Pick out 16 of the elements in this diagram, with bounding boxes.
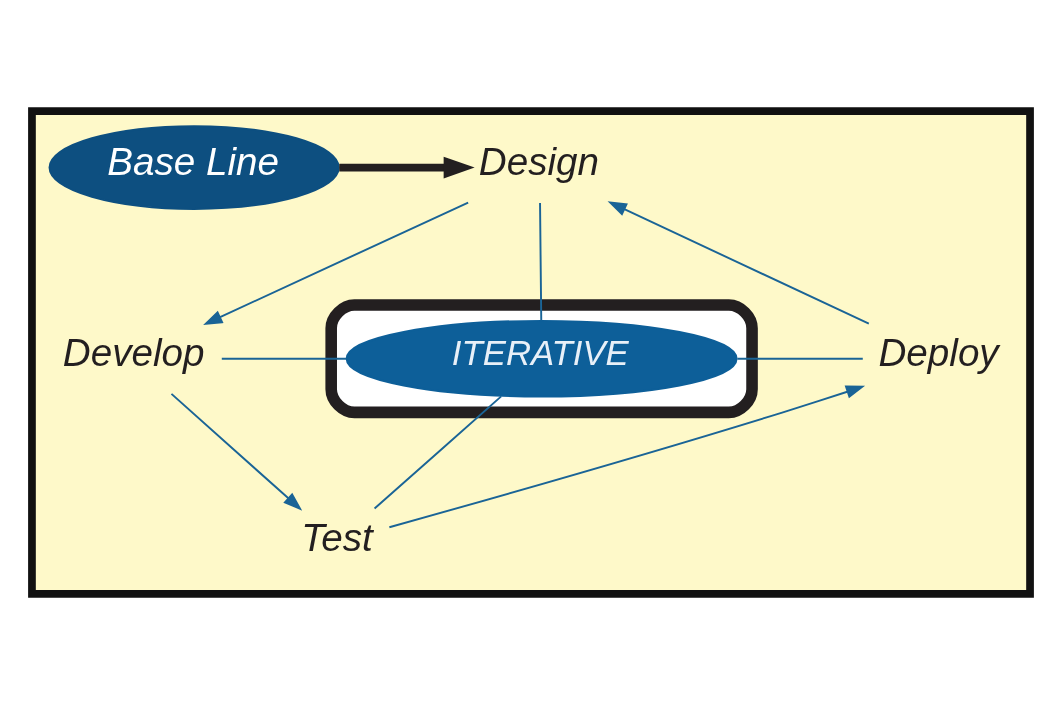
arrow [339, 156, 475, 178]
connector [220, 357, 348, 360]
cluster [28, 106, 1034, 598]
connector [539, 201, 543, 321]
node-ellipse: Base Line [48, 124, 340, 210]
node-text: Develop [62, 330, 205, 374]
node-text: Design [478, 139, 600, 183]
cluster [325, 298, 758, 418]
node-text: Deploy [878, 330, 999, 374]
arrow [388, 384, 866, 528]
arrow [203, 201, 470, 325]
connector [736, 357, 864, 360]
node-text: Test [301, 515, 373, 559]
arrow [607, 200, 870, 325]
arrow [170, 392, 303, 511]
node-ellipse: ITERATIVE [345, 319, 738, 397]
